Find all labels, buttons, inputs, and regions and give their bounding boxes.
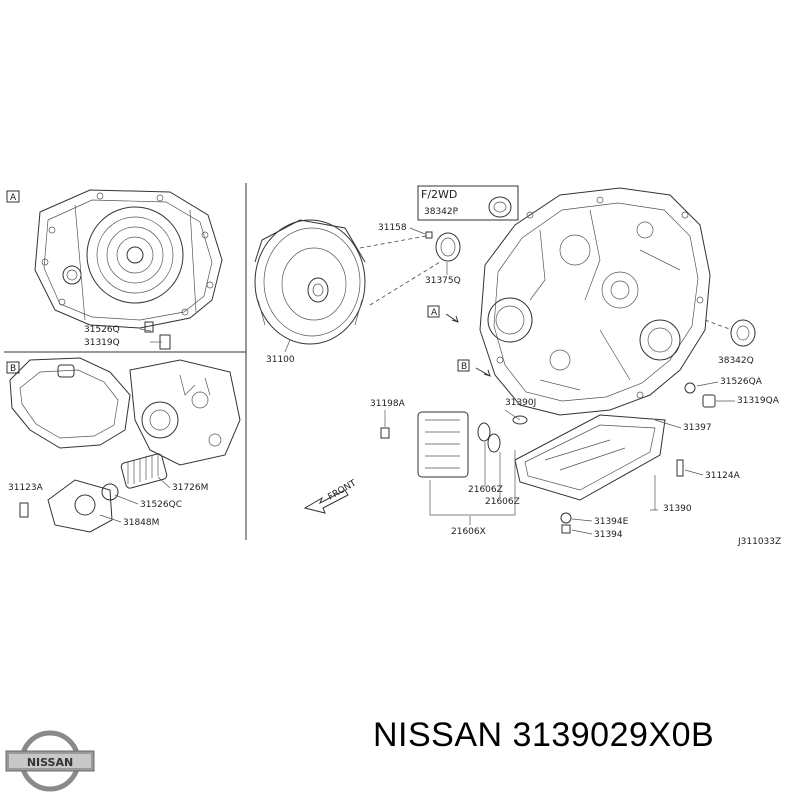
label-21606z-1: 21606Z [468, 485, 503, 495]
plug-31394 [561, 524, 571, 534]
seal-38342q [730, 319, 756, 347]
seal-38342p [488, 196, 512, 218]
box-b-marker [6, 361, 20, 374]
brand-name: NISSAN [373, 716, 503, 754]
label-31319qa: 31319QA [737, 396, 780, 406]
part-31158 [425, 231, 433, 239]
oring-21606z-2 [487, 433, 501, 453]
label-31158: 31158 [378, 223, 407, 233]
plug-31319qa [702, 394, 716, 408]
torque-converter [254, 219, 366, 345]
bolt-31124a [676, 459, 684, 477]
label-31394e: 31394E [594, 517, 629, 527]
label-31726m: 31726M [172, 483, 208, 493]
oil-pan [514, 414, 666, 501]
oring-31526qa [684, 382, 696, 394]
nissan-logo: NISSAN [5, 730, 95, 792]
label-31124a: 31124A [705, 471, 741, 481]
label-38342p: 38342P [424, 207, 459, 217]
label-21606z-2: 21606Z [485, 497, 520, 507]
label-31198a: 31198A [370, 399, 406, 409]
bolt-31198a [380, 427, 390, 439]
diagram-code: J311033Z [737, 537, 781, 547]
label-31394: 31394 [594, 530, 623, 540]
label-31375q: 31375Q [425, 276, 461, 286]
label-31848m: 31848M [123, 518, 159, 528]
label-31526qa: 31526QA [720, 377, 763, 387]
label-31390: 31390 [663, 504, 692, 514]
label-31526q: 31526Q [84, 325, 120, 335]
front-arrow [303, 489, 349, 514]
oring-21606z-1 [477, 422, 491, 442]
valve-body [417, 411, 469, 478]
part-number: 3139029X0B [512, 716, 715, 754]
label-21606x: 21606X [451, 527, 486, 537]
label-31397: 31397 [683, 423, 712, 433]
variant-box [417, 185, 519, 221]
box-b-ref-label: B [461, 362, 467, 372]
panel-a-housing [34, 189, 223, 350]
seal-31375q [435, 232, 461, 262]
logo-text: NISSAN [27, 756, 73, 769]
variant-label: F/2WD [421, 188, 457, 201]
panel-b-assembly [9, 357, 241, 533]
box-a-marker [6, 190, 20, 203]
label-31319q: 31319Q [84, 338, 120, 348]
box-a-ref-label: A [431, 308, 438, 318]
box-b-ref [457, 359, 470, 372]
label-38342q: 38342Q [718, 356, 754, 366]
transmission-case [479, 187, 711, 416]
box-a-ref [427, 305, 440, 318]
label-31526qc: 31526QC [140, 500, 182, 510]
parts-diagram: A 31526Q 31319Q B 31123A 31726M 31526QC … [4, 183, 781, 547]
label-31100: 31100 [266, 355, 295, 365]
product-title: NISSAN 3139029X0B [373, 716, 714, 755]
box-a-label: A [10, 193, 17, 203]
box-b-label: B [10, 364, 16, 374]
label-31123a: 31123A [8, 483, 44, 493]
gasket-31394e [560, 512, 572, 524]
label-31390j: 31390J [505, 398, 536, 408]
front-label: FRONT [327, 478, 359, 502]
